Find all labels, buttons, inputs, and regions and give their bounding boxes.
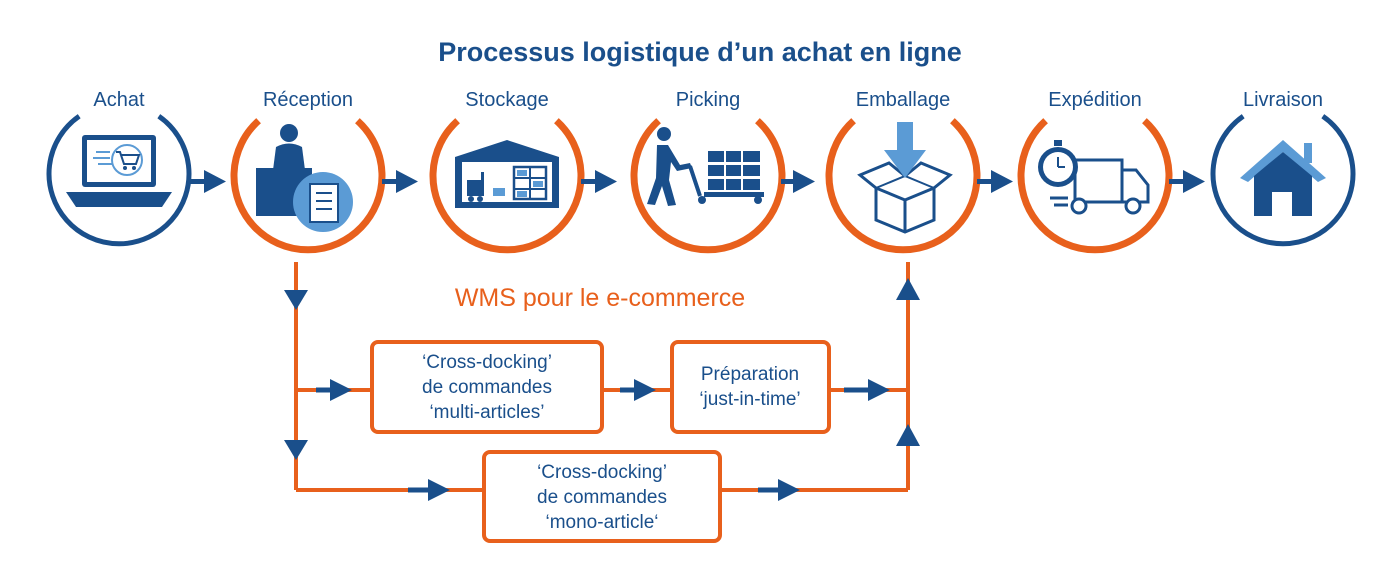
ring-stockage: [429, 118, 585, 254]
arrow-to-multi: [330, 379, 352, 401]
ring-expedition: [1017, 118, 1173, 254]
laptop-cart-icon: [66, 135, 172, 207]
arrow-up-lower: [896, 424, 920, 446]
house-icon: [1240, 140, 1326, 216]
arrow-up-to-emballage: [896, 278, 920, 300]
arrow-multi-to-jit: [634, 379, 656, 401]
stopwatch-truck-icon: [1038, 140, 1150, 215]
warehouse-icon: [455, 140, 559, 208]
wms-subtitle: WMS pour le e-commerce: [455, 284, 745, 312]
ring-picking: [630, 118, 786, 254]
arrow-achat-reception: [204, 170, 226, 193]
box-cross-docking-mono: [482, 450, 722, 543]
box-multi-line3: ‘multi-articles’: [429, 402, 544, 423]
box-mono-line1: ‘Cross-docking’: [537, 462, 667, 483]
arrow-picking-emballage: [793, 170, 815, 193]
box-mono-line2: de commandes: [537, 487, 667, 508]
ring-reception: [230, 118, 386, 254]
box-preparation-jit: [670, 340, 831, 434]
step-label-expedition: Expédition: [1048, 89, 1141, 111]
arrow-expedition-livraison: [1183, 170, 1205, 193]
step-connectors: [188, 170, 1205, 193]
box-jit-line1: Préparation: [701, 364, 799, 385]
arrow-down-branch: [284, 440, 308, 460]
pallet-truck-worker-icon: [647, 127, 764, 206]
box-mono-line3: ‘mono-article‘: [546, 512, 659, 533]
step-label-reception: Réception: [263, 89, 353, 111]
step-label-picking: Picking: [676, 89, 740, 111]
arrow-jit-out: [868, 379, 890, 401]
box-packing-icon: [857, 122, 953, 234]
step-label-stockage: Stockage: [465, 89, 548, 111]
arrow-to-mono: [428, 479, 450, 501]
arrow-mono-out: [778, 479, 800, 501]
arrow-stockage-picking: [595, 170, 617, 193]
arrow-reception-stockage: [396, 170, 418, 193]
ring-emballage: [825, 118, 981, 254]
diagram-title: Processus logistique d’un achat en ligne: [438, 37, 962, 67]
step-label-livraison: Livraison: [1243, 89, 1323, 111]
ring-livraison: [1210, 114, 1356, 247]
wms-flow-arrows: [284, 278, 920, 501]
box-multi-line1: ‘Cross-docking’: [422, 352, 552, 373]
step-label-achat: Achat: [93, 89, 145, 111]
box-cross-docking-multi: [370, 340, 604, 434]
arrow-emballage-expedition: [991, 170, 1013, 193]
arrow-down-reception: [284, 290, 308, 310]
box-multi-line2: de commandes: [422, 377, 552, 398]
receptionist-document-icon: [256, 124, 353, 232]
step-label-emballage: Emballage: [856, 89, 951, 111]
box-jit-line2: ‘just-in-time’: [699, 389, 800, 410]
ring-achat: [46, 114, 192, 247]
